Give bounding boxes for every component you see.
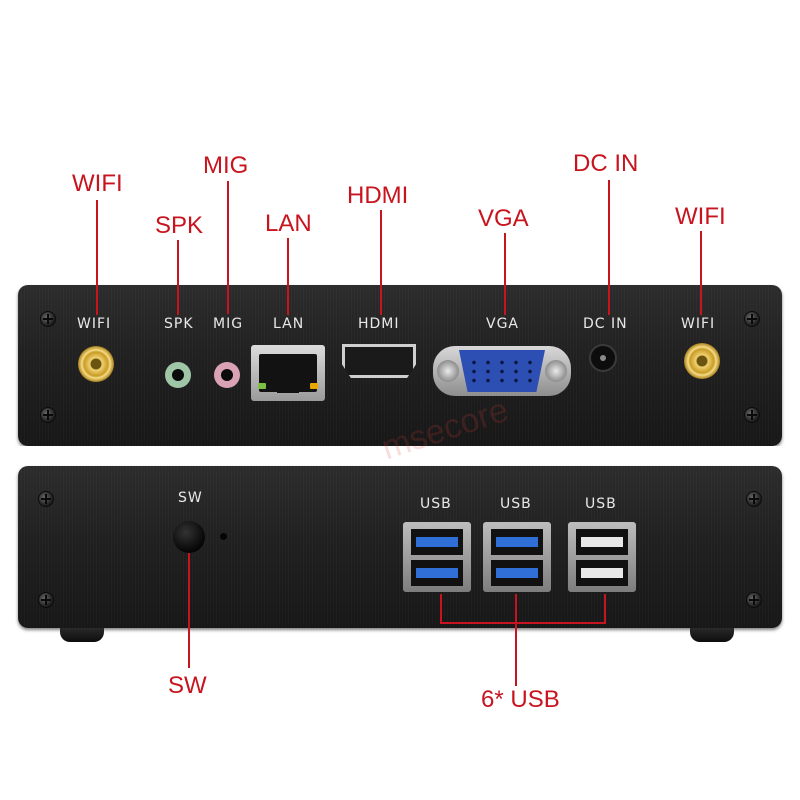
panel-label-mig: MIG: [213, 316, 244, 332]
callout-usb-total: 6* USB: [481, 686, 560, 713]
callout-line-spk: [177, 240, 179, 315]
callout-mig: MIG: [203, 152, 249, 179]
callout-bracket-usb-right: [604, 594, 606, 624]
callout-line-hdmi: [380, 210, 382, 315]
wifi-antenna-connector-left: [78, 346, 114, 382]
lan-port: [251, 345, 325, 401]
power-button[interactable]: [173, 521, 205, 553]
usb-port-stack-3: [568, 522, 636, 592]
usb-port-stack-1: [403, 522, 471, 592]
callout-line-sw: [188, 553, 190, 668]
bottom-right-foot: [690, 628, 734, 642]
bottom-io-panel: [18, 466, 782, 628]
panel-label-sw: SW: [178, 490, 203, 506]
callout-bracket-usb-middle: [515, 594, 517, 686]
panel-label-lan: LAN: [273, 316, 305, 332]
callout-line-vga: [504, 233, 506, 315]
callout-dc-in: DC IN: [573, 150, 639, 177]
panel-label-usb-3: USB: [585, 496, 617, 512]
panel-label-usb-1: USB: [420, 496, 452, 512]
speaker-jack: [165, 362, 191, 388]
callout-line-lan: [287, 238, 289, 315]
callout-lan: LAN: [265, 210, 312, 237]
callout-line-wifi-left: [96, 200, 98, 315]
screw-icon: [40, 311, 56, 327]
callout-bracket-usb-horizontal: [440, 622, 606, 624]
vga-port: [433, 346, 571, 396]
screw-icon: [40, 407, 56, 423]
hdmi-port: [342, 344, 416, 378]
callout-wifi-left: WIFI: [72, 170, 123, 197]
callout-bracket-usb-left: [440, 594, 442, 624]
panel-label-usb-2: USB: [500, 496, 532, 512]
usb-port-stack-2: [483, 522, 551, 592]
microphone-jack: [214, 362, 240, 388]
panel-gap: [18, 446, 782, 466]
bottom-left-foot: [60, 628, 104, 642]
screw-icon: [38, 592, 54, 608]
panel-label-vga: VGA: [486, 316, 520, 332]
screw-icon: [744, 311, 760, 327]
callout-spk: SPK: [155, 212, 204, 239]
power-led: [220, 533, 227, 540]
panel-label-wifi-left: WIFI: [77, 316, 112, 332]
callout-vga: VGA: [478, 205, 529, 232]
panel-label-wifi-right: WIFI: [681, 316, 716, 332]
callout-wifi-right: WIFI: [675, 203, 726, 230]
callout-line-dc-in: [608, 180, 610, 315]
panel-label-hdmi: HDMI: [358, 316, 400, 332]
screw-icon: [746, 491, 762, 507]
screw-icon: [746, 592, 762, 608]
dc-in-jack: [589, 344, 617, 372]
screw-icon: [744, 407, 760, 423]
callout-line-mig: [227, 181, 229, 314]
panel-label-spk: SPK: [164, 316, 194, 332]
screw-icon: [38, 491, 54, 507]
callout-line-wifi-right: [700, 231, 702, 315]
panel-label-dc-in: DC IN: [583, 316, 628, 332]
callout-sw: SW: [168, 672, 207, 699]
wifi-antenna-connector-right: [684, 343, 720, 379]
callout-hdmi: HDMI: [347, 182, 409, 209]
